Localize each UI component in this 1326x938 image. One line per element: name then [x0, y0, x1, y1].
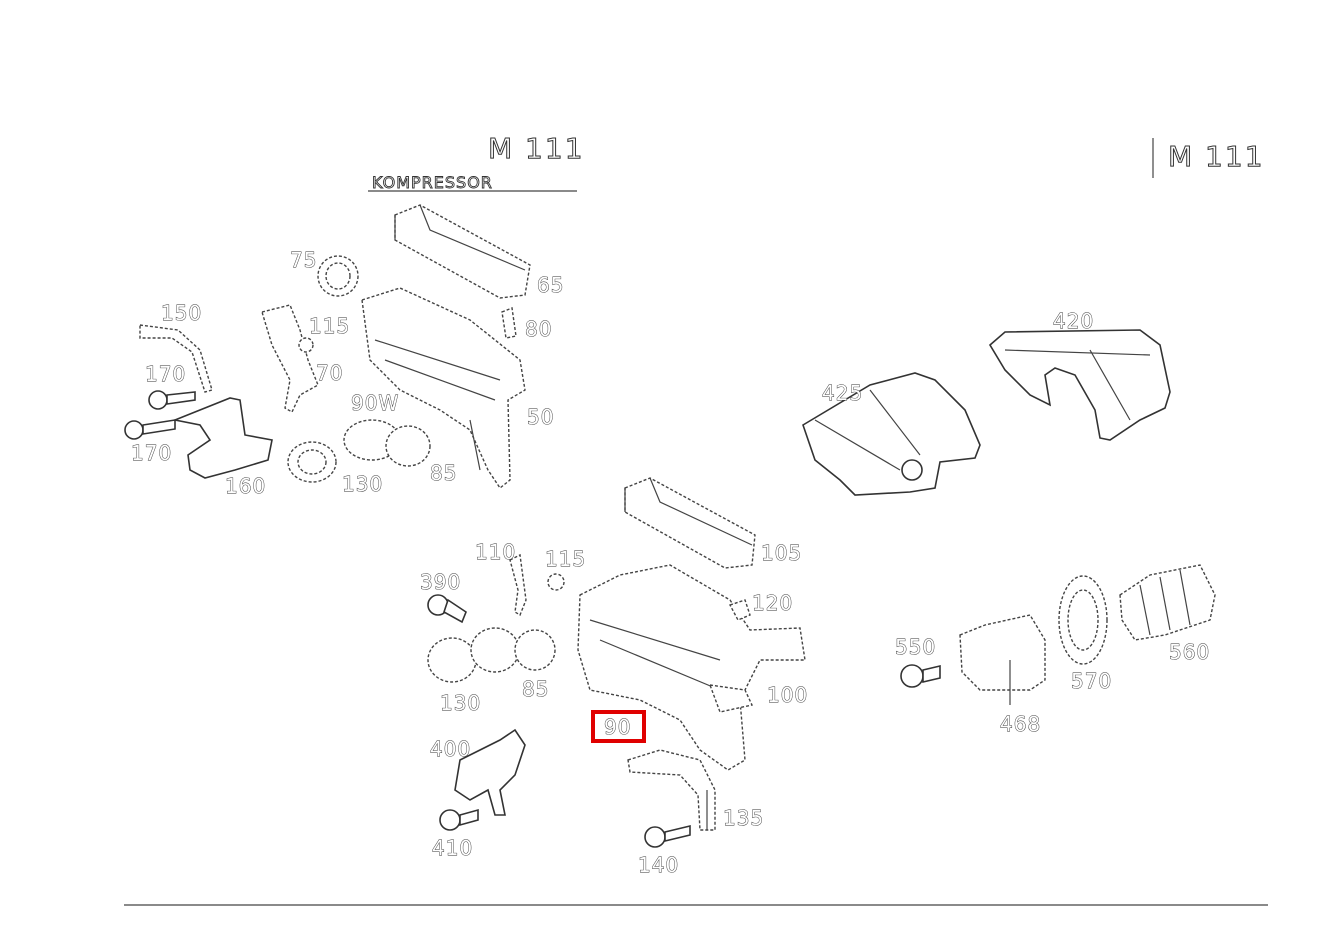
callout-170-lower[interactable]: 170: [131, 441, 172, 466]
callout-160[interactable]: 160: [225, 474, 266, 499]
part-560-shape: [1119, 564, 1216, 641]
part-140-bolt: [644, 824, 691, 848]
part-550-bolt: [900, 664, 941, 688]
part-468-shape: [959, 614, 1046, 691]
callout-110[interactable]: 110: [475, 540, 516, 565]
callout-400[interactable]: 400: [430, 737, 471, 762]
callout-50[interactable]: 50: [527, 405, 554, 430]
callout-560[interactable]: 560: [1169, 640, 1210, 665]
callout-105[interactable]: 105: [761, 541, 802, 566]
callout-115-lower[interactable]: 115: [545, 547, 586, 572]
callout-425[interactable]: 425: [822, 381, 863, 406]
part-130b-shape: [427, 637, 477, 683]
part-390-bolt: [427, 594, 467, 624]
callout-labels: 65 75 80 150 115 70 170 170 90W 50 160 1…: [131, 248, 1210, 878]
part-110-shape: [509, 553, 527, 617]
cover-assembly: [802, 329, 1171, 496]
part-410-bolt: [439, 808, 479, 831]
callout-390[interactable]: 390: [420, 570, 461, 595]
part-105-shape: [624, 477, 756, 569]
callout-170-upper[interactable]: 170: [145, 362, 186, 387]
part-70-shape: [261, 304, 319, 413]
right-engine-title: M 111: [1168, 140, 1265, 173]
callout-80[interactable]: 80: [525, 317, 552, 342]
part-65-shape: [394, 204, 531, 299]
callout-420[interactable]: 420: [1053, 309, 1094, 334]
part-400-shape: [454, 728, 526, 816]
part-115b-shape: [547, 573, 565, 591]
callout-130-upper[interactable]: 130: [342, 472, 383, 497]
callout-70[interactable]: 70: [316, 361, 343, 386]
left-engine-subtitle: KOMPRESSOR: [372, 173, 493, 192]
callout-90w[interactable]: 90W: [351, 391, 399, 416]
callout-410[interactable]: 410: [432, 836, 473, 861]
part-115a-shape: [298, 337, 314, 353]
callout-100[interactable]: 100: [767, 683, 808, 708]
part-170b-bolt: [124, 419, 176, 440]
part-85b-shape: [514, 629, 556, 671]
left-engine-title: M 111: [488, 132, 585, 165]
part-160-shape: [172, 397, 273, 479]
part-50-shape: [361, 287, 526, 490]
part-170a-bolt: [148, 390, 196, 410]
part-150-shape: [139, 324, 213, 393]
filter-assembly: [900, 564, 1216, 705]
part-85a-shape: [385, 425, 431, 467]
main-intake-assembly: [427, 477, 806, 848]
callout-135[interactable]: 135: [723, 806, 764, 831]
part-100-shape: [708, 684, 754, 713]
kompressor-assembly: [124, 204, 531, 490]
callout-90-highlighted[interactable]: 90: [604, 715, 631, 740]
callout-150[interactable]: 150: [161, 301, 202, 326]
callout-115-upper[interactable]: 115: [309, 314, 350, 339]
part-80-shape: [501, 307, 517, 339]
highlight-box-90: [591, 710, 646, 743]
callout-120[interactable]: 120: [752, 591, 793, 616]
part-135-shape: [627, 749, 716, 831]
callout-85-lower[interactable]: 85: [522, 677, 549, 702]
callout-75[interactable]: 75: [290, 248, 317, 273]
callout-140[interactable]: 140: [638, 853, 679, 878]
callout-468[interactable]: 468: [1000, 712, 1041, 737]
callout-130-lower[interactable]: 130: [440, 691, 481, 716]
callout-65[interactable]: 65: [537, 273, 564, 298]
part-120-shape: [728, 599, 751, 621]
callout-550[interactable]: 550: [895, 635, 936, 660]
part-425-shape: [802, 372, 981, 496]
part-420-shape: [988, 329, 1171, 441]
main-manifold-shape: [577, 564, 806, 771]
callout-85-upper[interactable]: 85: [430, 461, 457, 486]
callout-570[interactable]: 570: [1071, 669, 1112, 694]
